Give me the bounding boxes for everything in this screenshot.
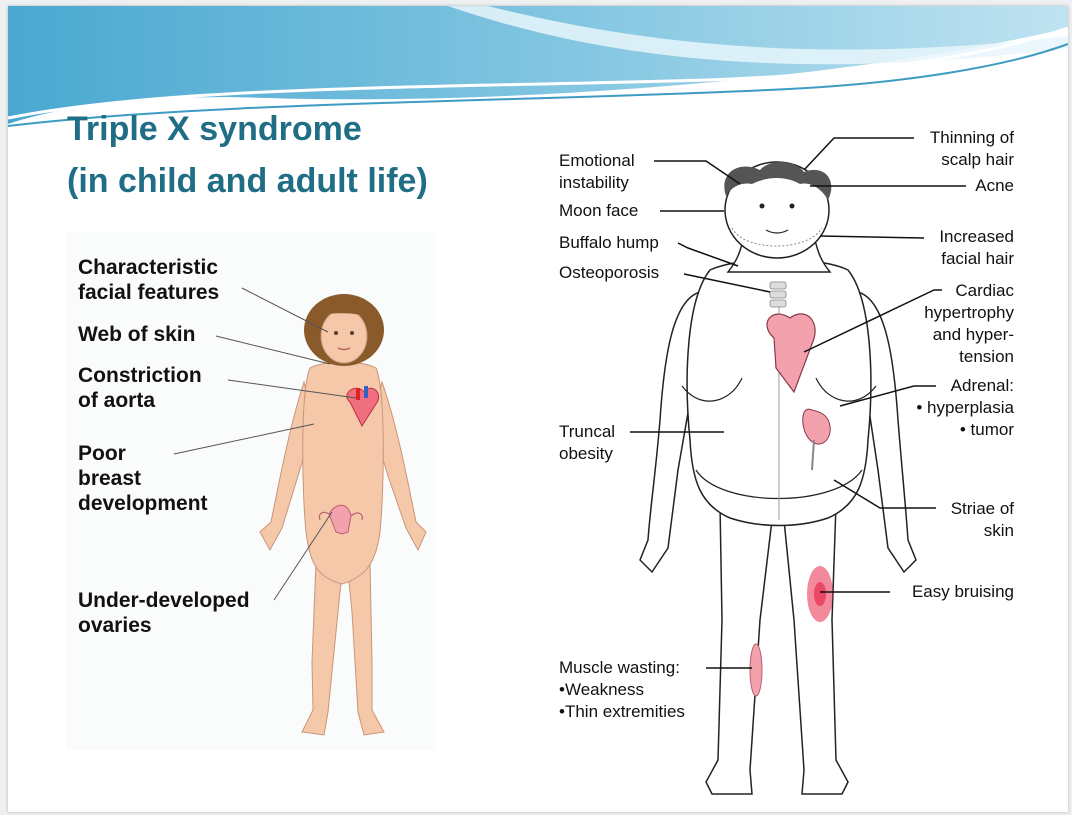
slide: Triple X syndrome (in child and adult li… — [8, 6, 1068, 812]
label-thinning-scalp-hair: Thinning of scalp hair — [930, 127, 1014, 171]
label-cardiac: Cardiac hypertrophy and hyper- tension — [924, 280, 1014, 368]
label-emotional-instability: Emotional instability — [559, 150, 635, 194]
label-moon-face: Moon face — [559, 200, 638, 222]
label-adrenal: Adrenal: • hyperplasia • tumor — [916, 375, 1014, 441]
adult-figure — [8, 6, 1068, 812]
label-osteoporosis: Osteoporosis — [559, 262, 659, 284]
label-easy-bruising: Easy bruising — [912, 581, 1014, 603]
label-buffalo-hump: Buffalo hump — [559, 232, 659, 254]
label-increased-facial-hair: Increased facial hair — [939, 226, 1014, 270]
label-muscle-wasting: Muscle wasting: •Weakness •Thin extremit… — [559, 657, 685, 723]
label-acne: Acne — [975, 175, 1014, 197]
label-striae-of-skin: Striae of skin — [951, 498, 1014, 542]
label-truncal-obesity: Truncal obesity — [559, 421, 615, 465]
